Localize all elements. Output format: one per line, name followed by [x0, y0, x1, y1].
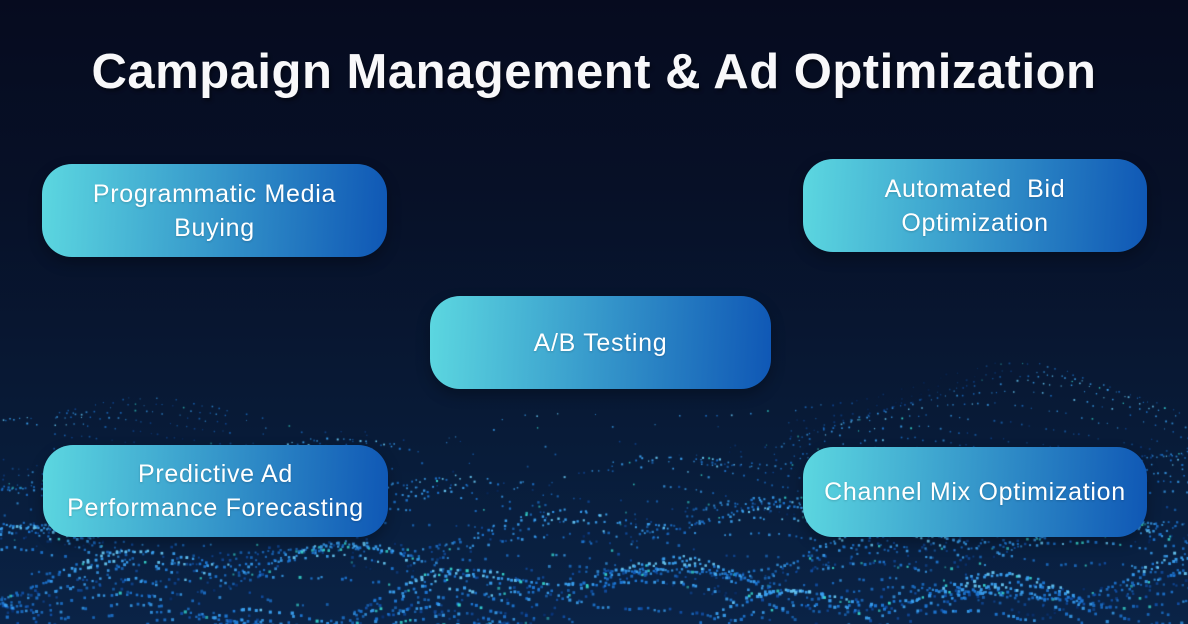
card-label: Programmatic Media Buying: [92, 179, 337, 242]
card-automated-bid-optimization[interactable]: Automated Bid Optimization: [803, 159, 1147, 252]
card-label: Predictive Ad Performance Forecasting: [67, 460, 364, 522]
card-label: Automated Bid Optimization: [884, 174, 1066, 237]
card-channel-mix-optimization[interactable]: Channel Mix Optimization: [803, 447, 1147, 537]
card-predictive-ad-performance-forecasting[interactable]: Predictive Ad Performance Forecasting: [43, 445, 388, 537]
page-title: Campaign Management & Ad Optimization: [91, 45, 1097, 99]
card-ab-testing[interactable]: A/B Testing: [430, 296, 771, 389]
card-label: A/B Testing: [533, 328, 668, 357]
card-label: Channel Mix Optimization: [824, 478, 1126, 506]
card-programmatic-media-buying[interactable]: Programmatic Media Buying: [42, 164, 387, 257]
